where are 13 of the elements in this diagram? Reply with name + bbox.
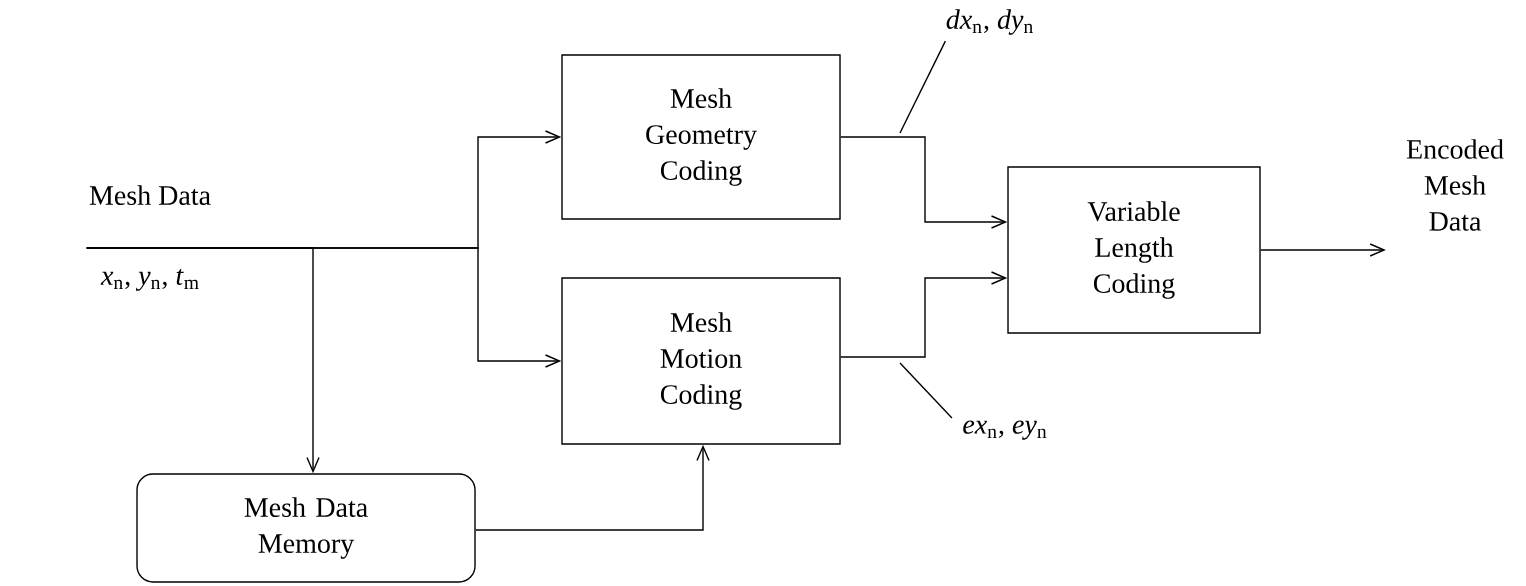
arrow bbox=[1260, 243, 1386, 257]
arrow bbox=[475, 444, 710, 531]
signal-label: ex$_{n}$, ey$_{n}$ bbox=[963, 420, 1047, 440]
process-box: Variable Length Coding bbox=[1007, 166, 1261, 334]
io-label: Mesh Data x$_{n}$, y$_{n}$, t$_{m}$ bbox=[89, 185, 211, 291]
arrow bbox=[840, 271, 1008, 358]
memory-box: Mesh Data Memory bbox=[136, 473, 476, 583]
arrow bbox=[840, 136, 1008, 229]
signal-label: dx$_{n}$, dy$_{n}$ bbox=[946, 9, 1033, 35]
process-box: Mesh Geometry Coding bbox=[561, 54, 841, 220]
io-label: Encoded Mesh Data bbox=[1406, 139, 1504, 231]
arrow bbox=[85, 247, 320, 474]
process-box: Mesh Motion Coding bbox=[561, 277, 841, 445]
